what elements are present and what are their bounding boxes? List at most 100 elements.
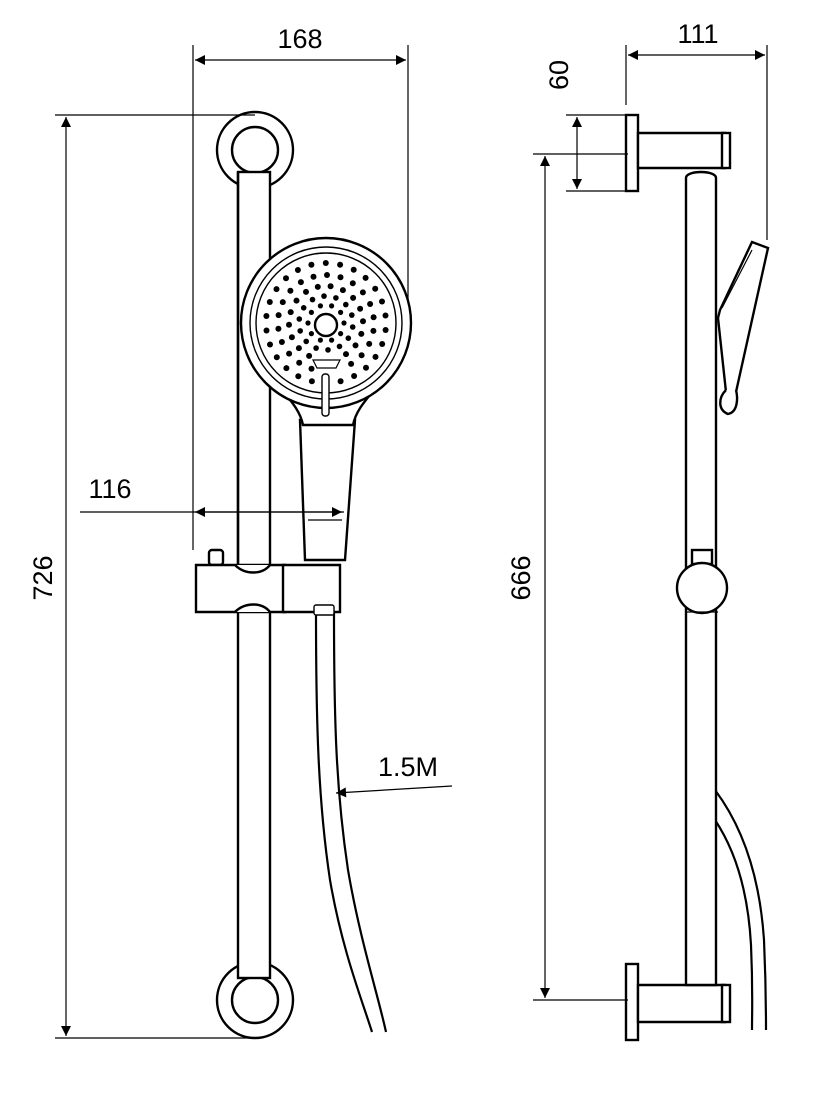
- hose: [314, 611, 388, 1033]
- dimension-projection: 111: [625, 19, 768, 240]
- nozzle: [357, 305, 364, 312]
- bottom-wall-bracket: [215, 960, 295, 1040]
- nozzle: [350, 294, 357, 301]
- nozzle: [341, 320, 347, 326]
- nozzle: [283, 365, 290, 372]
- nozzle: [310, 273, 317, 280]
- nozzle: [372, 285, 379, 292]
- nozzle: [324, 272, 330, 278]
- nozzle: [303, 338, 310, 345]
- nozzle: [349, 312, 355, 318]
- nozzle: [362, 274, 369, 281]
- nozzle: [343, 301, 349, 308]
- nozzle: [294, 267, 301, 273]
- nozzle: [379, 341, 386, 347]
- nozzle: [349, 324, 356, 330]
- dim-projection-label: 111: [677, 19, 718, 49]
- nozzle: [308, 331, 314, 337]
- nozzle: [297, 328, 304, 334]
- nozzle: [366, 340, 373, 347]
- hand-shower: [239, 236, 413, 562]
- nozzle: [345, 335, 352, 342]
- nozzle: [308, 365, 315, 372]
- nozzle: [297, 279, 304, 286]
- side-top-wall-plate: [624, 113, 640, 193]
- slide-rail: [236, 170, 272, 980]
- front-view: 168 116 726 1.5M: [28, 24, 453, 1040]
- nozzle: [303, 288, 309, 295]
- nozzle: [359, 289, 366, 296]
- nozzle: [314, 283, 321, 290]
- nozzle: [263, 313, 270, 319]
- dimension-overall-width: 168: [192, 24, 409, 550]
- dimension-overall-height: 726: [28, 114, 255, 1039]
- nozzle: [287, 287, 294, 294]
- side-hand-shower: [716, 240, 770, 416]
- nozzle: [275, 312, 282, 319]
- nozzle: [317, 303, 323, 309]
- side-top-arm: [636, 131, 732, 170]
- nozzle: [337, 261, 344, 268]
- top-wall-bracket: [215, 110, 295, 190]
- nozzle: [379, 298, 385, 305]
- nozzle: [327, 283, 334, 290]
- nozzle: [372, 353, 379, 360]
- nozzle: [273, 286, 280, 293]
- nozzle: [306, 352, 313, 359]
- nozzle: [288, 334, 295, 341]
- dim-handset-offset-label: 116: [88, 474, 131, 504]
- nozzle: [358, 330, 365, 337]
- nozzle: [287, 309, 294, 316]
- nozzle: [348, 360, 355, 367]
- nozzle: [382, 312, 389, 319]
- side-bottom-wall-plate: [624, 962, 640, 1042]
- nozzle: [370, 327, 377, 334]
- nozzle: [267, 341, 273, 348]
- nozzle: [322, 260, 329, 266]
- nozzle: [313, 345, 319, 351]
- side-view: 111 60 666: [506, 19, 770, 1042]
- nozzle: [308, 261, 315, 268]
- dim-overall-height-label: 726: [28, 555, 58, 600]
- nozzle: [321, 293, 327, 299]
- nozzle: [352, 342, 359, 349]
- nozzle: [279, 299, 286, 306]
- nozzle: [333, 295, 339, 301]
- dimension-handset-offset: 116: [80, 474, 344, 517]
- nozzle: [278, 339, 285, 345]
- nozzle: [273, 354, 280, 361]
- side-bottom-arm: [636, 983, 732, 1024]
- side-hose: [714, 789, 768, 1031]
- nozzle: [360, 318, 366, 325]
- nozzle: [363, 364, 369, 371]
- nozzle: [329, 337, 335, 343]
- nozzle: [336, 343, 343, 350]
- nozzle: [370, 314, 377, 321]
- dim-bracket-height-label: 60: [544, 60, 574, 90]
- nozzle: [343, 351, 349, 358]
- dimension-rail-length: 666: [506, 153, 628, 1001]
- nozzle: [308, 378, 315, 385]
- nozzle: [339, 287, 346, 294]
- slider-holder: [194, 548, 342, 616]
- nozzle: [295, 373, 302, 380]
- nozzle: [300, 305, 307, 311]
- dimension-bracket-height: 60: [544, 60, 626, 192]
- nozzle: [305, 320, 311, 326]
- nozzle: [275, 325, 282, 332]
- nozzle: [337, 274, 344, 281]
- nozzle: [358, 352, 365, 359]
- hose-length-label: 1.5M: [378, 752, 438, 782]
- nozzle: [329, 303, 335, 309]
- nozzle: [351, 373, 358, 379]
- nozzle: [296, 316, 303, 322]
- nozzle: [338, 309, 344, 315]
- nozzle: [266, 299, 273, 305]
- nozzle: [296, 359, 303, 366]
- nozzle: [295, 345, 302, 352]
- dim-rail-length-label: 666: [506, 555, 536, 600]
- nozzle: [382, 327, 389, 333]
- nozzle: [350, 266, 357, 273]
- nozzle: [293, 297, 300, 304]
